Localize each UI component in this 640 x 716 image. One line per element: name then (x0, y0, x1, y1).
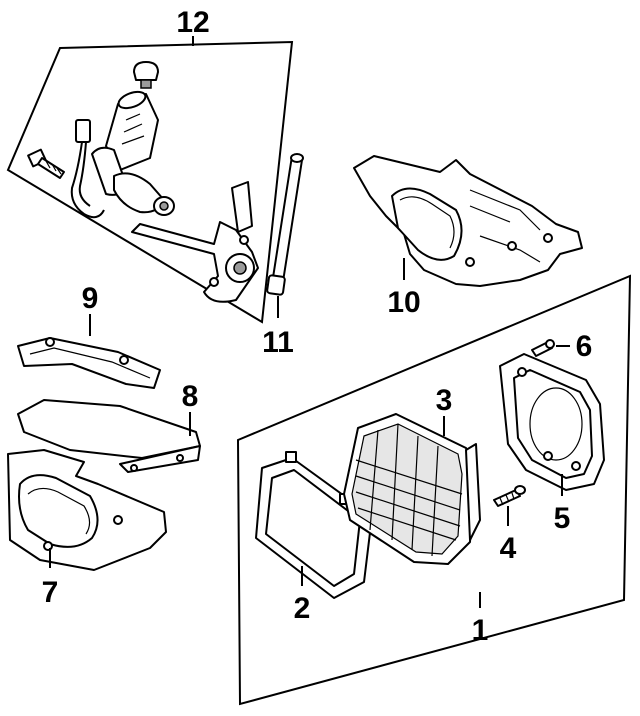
callout-9: 9 (82, 282, 99, 315)
callout-4: 4 (500, 532, 517, 565)
group-1-outline (236, 274, 632, 706)
callout-1: 1 (472, 614, 489, 647)
motor-bracket (131, 181, 259, 303)
callout-11: 11 (262, 326, 294, 359)
part-3-headlamp (343, 413, 481, 565)
callout-2: 2 (294, 592, 311, 625)
group-1-headlamp-assembly (236, 274, 632, 706)
part-7-headlamp-bezel (7, 449, 167, 571)
part-8-filler-panel (17, 399, 201, 473)
part-4-adjusting-screw (493, 485, 526, 526)
group-12-headlamp-motor-assembly (6, 36, 294, 324)
part-11-adjuster-rod (266, 153, 304, 318)
callout-10: 10 (387, 286, 420, 319)
part-5-mounting-ring (499, 353, 605, 496)
callout-8: 8 (182, 380, 199, 413)
part-9-bezel-molding (17, 314, 161, 389)
wiring-harness (70, 119, 105, 219)
part-10-headlamp-housing (353, 155, 583, 287)
mounting-bolt (27, 148, 65, 179)
callout-6: 6 (576, 330, 593, 363)
callout-12: 12 (176, 6, 209, 39)
part-6-screw (531, 339, 570, 357)
group-12-outline (6, 40, 294, 324)
part-2-retaining-ring (255, 451, 373, 599)
motor-knob-cap (133, 61, 159, 89)
callout-5: 5 (554, 502, 571, 535)
callout-3: 3 (436, 384, 453, 417)
headlamp-motor (91, 90, 175, 216)
callout-7: 7 (42, 576, 59, 609)
